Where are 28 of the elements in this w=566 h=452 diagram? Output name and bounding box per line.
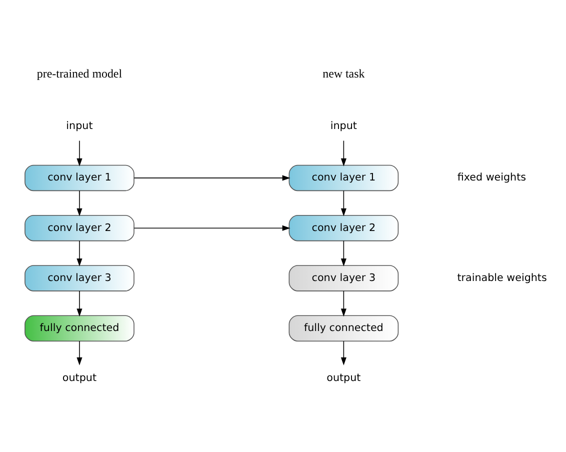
arrow <box>76 340 82 365</box>
arrow <box>340 190 346 216</box>
arrow <box>134 174 290 180</box>
label: pre-trained model <box>36 66 122 80</box>
arrow <box>76 140 82 166</box>
arrow <box>134 224 290 230</box>
arrow <box>340 140 346 166</box>
node-box: conv layer 1 <box>24 164 134 191</box>
node-text: output <box>326 372 361 384</box>
arrow <box>340 290 346 316</box>
arrow <box>76 190 82 216</box>
arrow <box>340 340 346 365</box>
node-box: fully connected <box>288 314 399 341</box>
node-text: input <box>330 119 357 132</box>
node-box: conv layer 1 <box>288 164 399 191</box>
label: fixed weights <box>457 171 526 184</box>
arrow <box>76 240 82 266</box>
arrow <box>76 290 82 316</box>
node-text: input <box>66 119 93 132</box>
node-box: fully connected <box>24 314 134 341</box>
node-box: conv layer 2 <box>24 214 134 241</box>
node-box: conv layer 3 <box>24 264 134 291</box>
node-box: conv layer 3 <box>288 264 399 291</box>
label: new task <box>322 66 365 80</box>
label: trainable weights <box>457 271 547 284</box>
arrow <box>340 240 346 266</box>
node-box: conv layer 2 <box>288 214 399 241</box>
node-text: output <box>62 372 97 384</box>
